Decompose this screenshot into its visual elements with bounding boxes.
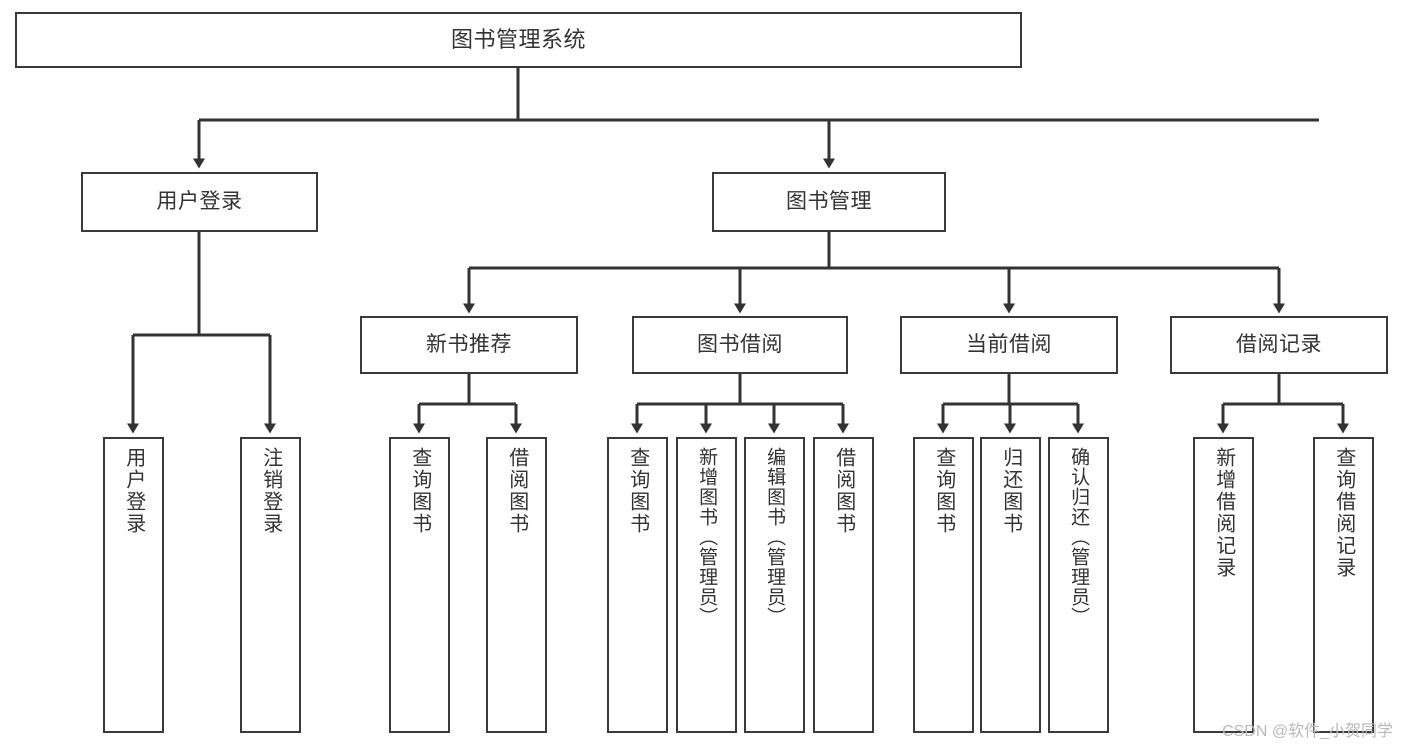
node-label: 新增图书（管理员） bbox=[696, 447, 718, 627]
leaf-borrow-book-recommend[interactable]: 借阅图书 bbox=[486, 437, 547, 733]
node-label: 用户登录 bbox=[122, 447, 145, 535]
leaf-user-login[interactable]: 用户登录 bbox=[103, 437, 164, 733]
node-label: 借阅图书 bbox=[505, 447, 528, 535]
node-book-borrow[interactable]: 图书借阅 bbox=[632, 316, 848, 374]
leaf-add-book-admin[interactable]: 新增图书（管理员） bbox=[676, 437, 737, 733]
node-new-book-recommend[interactable]: 新书推荐 bbox=[360, 316, 578, 374]
leaf-add-borrow-record[interactable]: 新增借阅记录 bbox=[1193, 437, 1254, 733]
leaf-logout[interactable]: 注销登录 bbox=[240, 437, 301, 733]
node-borrow-record[interactable]: 借阅记录 bbox=[1170, 316, 1388, 374]
leaf-query-book-recommend[interactable]: 查询图书 bbox=[389, 437, 450, 733]
node-label: 用户登录 bbox=[156, 190, 243, 214]
node-label: 查询借阅记录 bbox=[1332, 447, 1355, 579]
node-label: 归还图书 bbox=[999, 447, 1022, 535]
node-user-login[interactable]: 用户登录 bbox=[81, 172, 318, 232]
node-label: 确认归还（管理员） bbox=[1068, 447, 1090, 627]
node-label: 新增借阅记录 bbox=[1212, 447, 1235, 579]
node-label: 查询图书 bbox=[626, 447, 649, 535]
node-label: 图书借阅 bbox=[697, 333, 783, 357]
leaf-query-book-current[interactable]: 查询图书 bbox=[913, 437, 974, 733]
node-label: 借阅记录 bbox=[1236, 333, 1322, 357]
node-current-borrow[interactable]: 当前借阅 bbox=[900, 316, 1118, 374]
node-book-management[interactable]: 图书管理 bbox=[712, 172, 946, 232]
node-label: 新书推荐 bbox=[426, 333, 512, 357]
node-label: 图书管理系统 bbox=[450, 26, 586, 52]
node-label: 当前借阅 bbox=[966, 333, 1052, 357]
node-label: 查询图书 bbox=[408, 447, 431, 535]
leaf-borrow-book[interactable]: 借阅图书 bbox=[813, 437, 874, 733]
node-label: 查询图书 bbox=[932, 447, 955, 535]
node-label: 编辑图书（管理员） bbox=[764, 447, 786, 627]
node-label: 借阅图书 bbox=[832, 447, 855, 535]
node-label: 注销登录 bbox=[259, 447, 282, 535]
leaf-query-borrow-record[interactable]: 查询借阅记录 bbox=[1313, 437, 1374, 733]
node-root-book-management-system[interactable]: 图书管理系统 bbox=[15, 12, 1022, 68]
leaf-query-book-borrow[interactable]: 查询图书 bbox=[607, 437, 668, 733]
leaf-confirm-return-admin[interactable]: 确认归还（管理员） bbox=[1048, 437, 1109, 733]
node-label: 图书管理 bbox=[786, 190, 872, 214]
leaf-edit-book-admin[interactable]: 编辑图书（管理员） bbox=[744, 437, 805, 733]
csdn-watermark: CSDN @软件_小贺同学 bbox=[1222, 723, 1393, 740]
leaf-return-book[interactable]: 归还图书 bbox=[980, 437, 1041, 733]
